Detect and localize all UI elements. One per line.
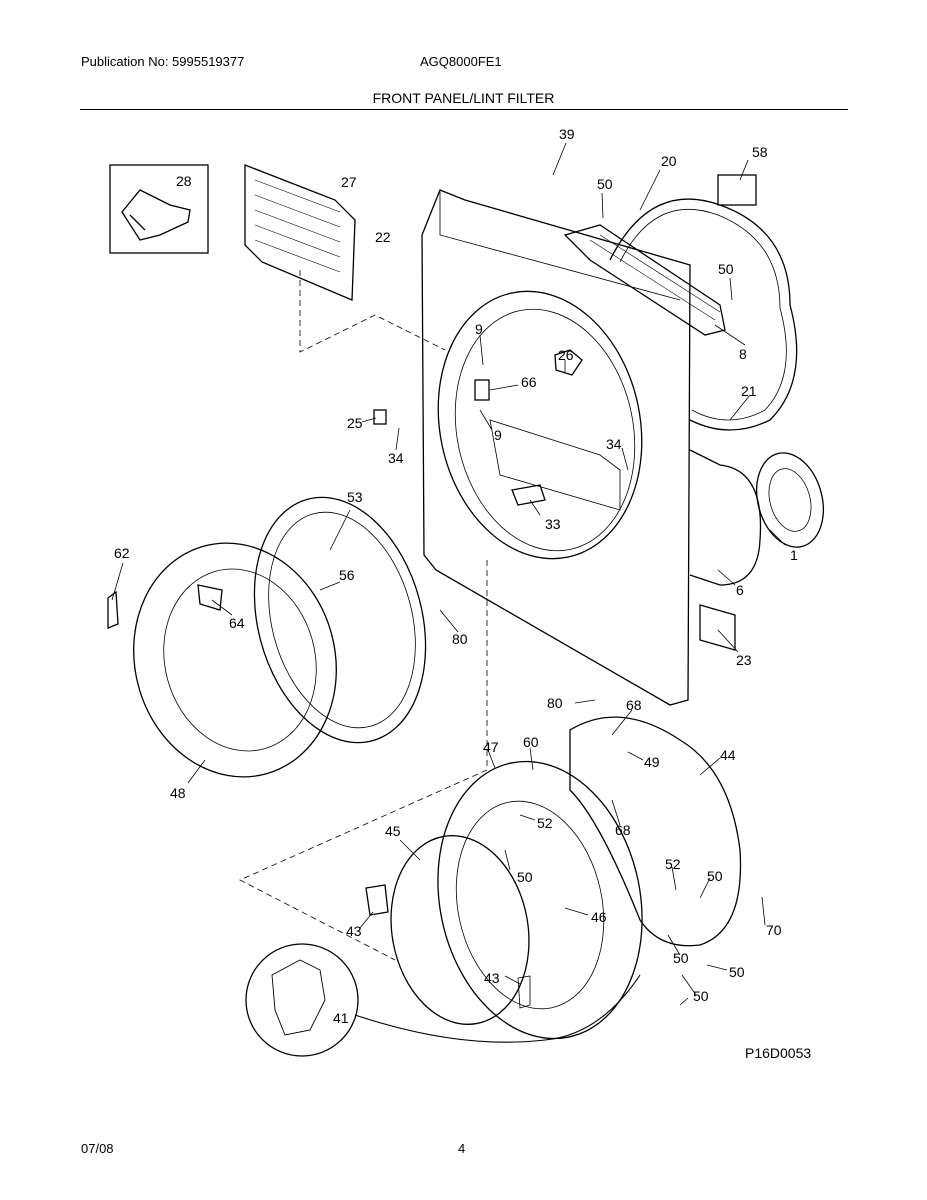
callout-43a: 43 (346, 923, 362, 939)
ring-1 (756, 452, 824, 548)
callout-44: 44 (720, 747, 736, 763)
callout-50d: 50 (707, 868, 723, 884)
page-number: 4 (458, 1141, 466, 1156)
line-art (107, 142, 824, 1057)
callout-52a: 52 (537, 815, 553, 831)
model-number: AGQ8000FE1 (420, 54, 502, 69)
callout-50a: 50 (597, 176, 613, 192)
callout-70: 70 (766, 922, 782, 938)
switch-58 (717, 174, 757, 206)
callout-46: 46 (591, 909, 607, 925)
bracket-28 (121, 189, 191, 241)
callout-8: 8 (739, 346, 747, 362)
callout-28: 28 (176, 173, 192, 189)
callout-56: 56 (339, 567, 355, 583)
footer-date: 07/08 (81, 1141, 114, 1156)
callout-48: 48 (170, 785, 186, 801)
callout-41: 41 (333, 1010, 349, 1026)
callout-45: 45 (385, 823, 401, 839)
hinge-43 (365, 884, 389, 916)
callout-50g: 50 (693, 988, 709, 1004)
callout-52b: 52 (665, 856, 681, 872)
duct-6 (689, 449, 762, 586)
callout-62: 62 (114, 545, 130, 561)
part-66 (474, 379, 490, 401)
callout-23: 23 (736, 652, 752, 668)
callout-58: 58 (752, 144, 768, 160)
callout-50b: 50 (718, 261, 734, 277)
callout-33: 33 (545, 516, 561, 532)
callout-49: 49 (644, 754, 660, 770)
part-64 (197, 584, 223, 611)
callout-50f: 50 (729, 964, 745, 980)
part-25 (373, 409, 387, 425)
callout-1: 1 (790, 547, 798, 563)
gasket-46 (455, 800, 605, 1010)
callout-53: 53 (347, 489, 363, 505)
callout-34a: 34 (606, 436, 622, 452)
callout-labels: 28 27 22 39 50 20 58 50 8 9 26 66 21 25 … (114, 126, 811, 1061)
callout-34b: 34 (388, 450, 404, 466)
callout-6: 6 (736, 582, 744, 598)
callout-50c: 50 (517, 869, 533, 885)
callout-25: 25 (347, 415, 363, 431)
publication-number: Publication No: 5995519377 (81, 54, 245, 69)
callout-39: 39 (559, 126, 575, 142)
panel-door-opening (437, 290, 643, 560)
plate-23 (699, 604, 736, 651)
callout-9a: 9 (475, 321, 483, 337)
callout-50e: 50 (673, 950, 689, 966)
gasket-20-21 (609, 198, 798, 431)
callout-80a: 80 (452, 631, 468, 647)
inset-box-28 (109, 164, 209, 254)
section-title: FRONT PANEL/LINT FILTER (372, 90, 555, 106)
header-rule (80, 109, 848, 110)
callout-22: 22 (375, 229, 391, 245)
inset-circle-41 (245, 943, 359, 1057)
callout-66: 66 (521, 374, 537, 390)
callout-80b: 80 (547, 695, 563, 711)
part-33 (511, 484, 546, 506)
inner-door-47 (437, 760, 643, 1040)
door-ring-48 (133, 542, 337, 778)
callout-9b: 9 (494, 427, 502, 443)
door-trim-53 (253, 496, 427, 744)
callout-68b: 68 (615, 822, 631, 838)
callout-60: 60 (523, 734, 539, 750)
callout-21: 21 (741, 383, 757, 399)
callout-20: 20 (661, 153, 677, 169)
callout-64: 64 (229, 615, 245, 631)
part-26 (554, 349, 583, 376)
callout-27: 27 (341, 174, 357, 190)
part-62 (107, 590, 119, 629)
callout-47: 47 (483, 739, 499, 755)
callout-26: 26 (558, 347, 574, 363)
front-panel-22 (421, 189, 691, 706)
lint-filter-27 (244, 164, 356, 301)
callout-68a: 68 (626, 697, 642, 713)
figure-code: P16D0053 (745, 1045, 811, 1061)
lint-housing-8 (563, 224, 726, 336)
callout-43b: 43 (484, 970, 500, 986)
seal-44 (569, 716, 742, 947)
